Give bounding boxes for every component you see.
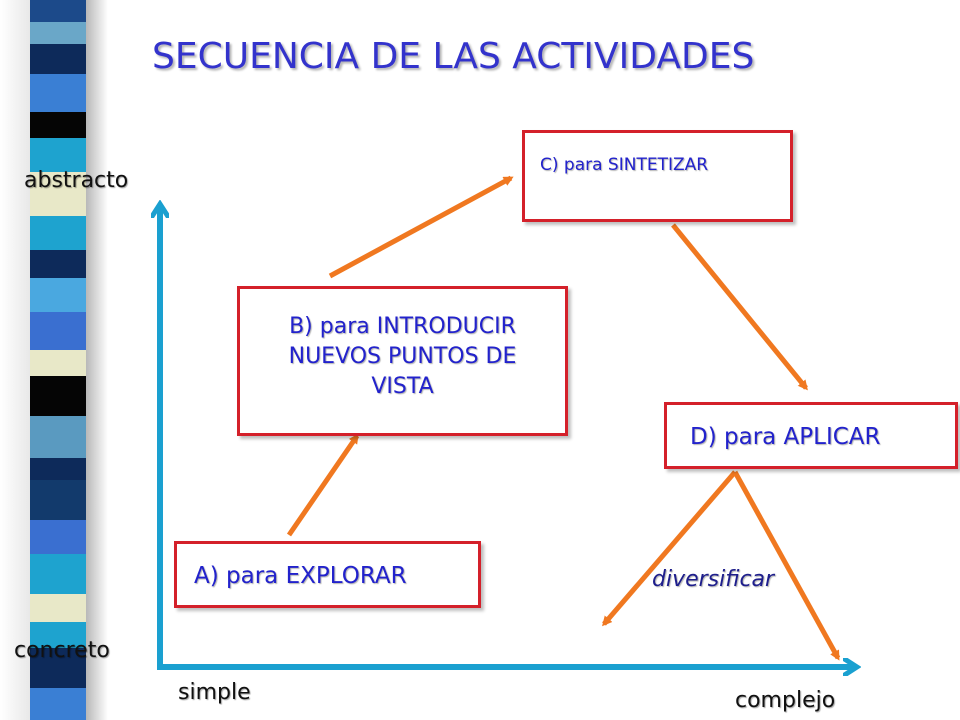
decorative-stripe-bar	[30, 0, 108, 720]
step-a-label: A) para EXPLORAR	[194, 563, 407, 589]
x-axis-left-label: simple	[178, 680, 251, 705]
left-shadow	[0, 0, 30, 720]
step-d-box	[664, 402, 958, 469]
step-b-label: B) para INTRODUCIR NUEVOS PUNTOS DE VIST…	[288, 314, 517, 399]
step-c-box	[522, 130, 793, 222]
arrow-b-to-c	[328, 175, 514, 279]
step-c-label: C) para SINTETIZAR	[540, 155, 709, 175]
step-d-label: D) para APLICAR	[690, 424, 881, 450]
arrow-diversify-right	[732, 470, 841, 661]
arrow-a-to-b	[286, 433, 360, 537]
diversify-note: diversificar	[652, 567, 775, 592]
arrow-c-to-d	[671, 223, 808, 391]
y-axis-bottom-label: concreto	[14, 638, 110, 663]
step-a-box	[174, 541, 481, 608]
slide-title: SECUENCIA DE LAS ACTIVIDADES	[152, 36, 755, 77]
step-b-box	[237, 286, 568, 436]
x-axis-right-label: complejo	[735, 688, 836, 713]
y-axis-top-label: abstracto	[24, 168, 129, 193]
arrow-diversify-left	[602, 470, 737, 627]
